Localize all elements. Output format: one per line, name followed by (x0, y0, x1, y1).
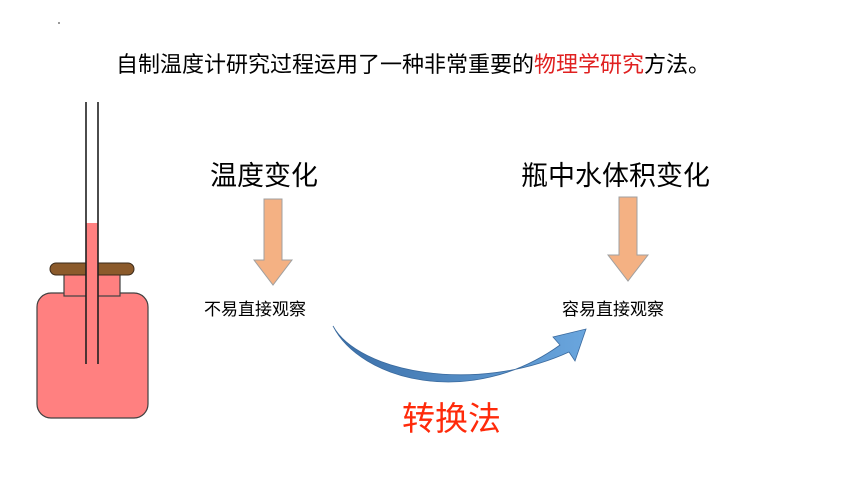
conversion-curved-arrow (332, 325, 587, 383)
volume-change-label: 瓶中水体积变化 (521, 161, 710, 192)
headline-end: 方法。 (644, 53, 711, 78)
corner-dot (58, 22, 60, 24)
headline-highlight: 物理学研究 (534, 53, 645, 78)
down-arrow-left (252, 198, 294, 286)
easy-to-observe-label: 容易直接观察 (562, 300, 664, 320)
temperature-change-label: 温度变化 (210, 161, 318, 192)
headline-text: 自制温度计研究过程运用了一种非常重要的 (116, 53, 535, 78)
headline: 自制温度计研究过程运用了一种非常重要的物理学研究方法。 (116, 50, 836, 82)
thermometer-bottle (36, 102, 149, 419)
hard-to-observe-label: 不易直接观察 (204, 300, 306, 320)
tube-liquid-column (86, 223, 98, 363)
conversion-method-label: 转换法 (402, 399, 501, 438)
down-arrow-right (606, 196, 650, 282)
